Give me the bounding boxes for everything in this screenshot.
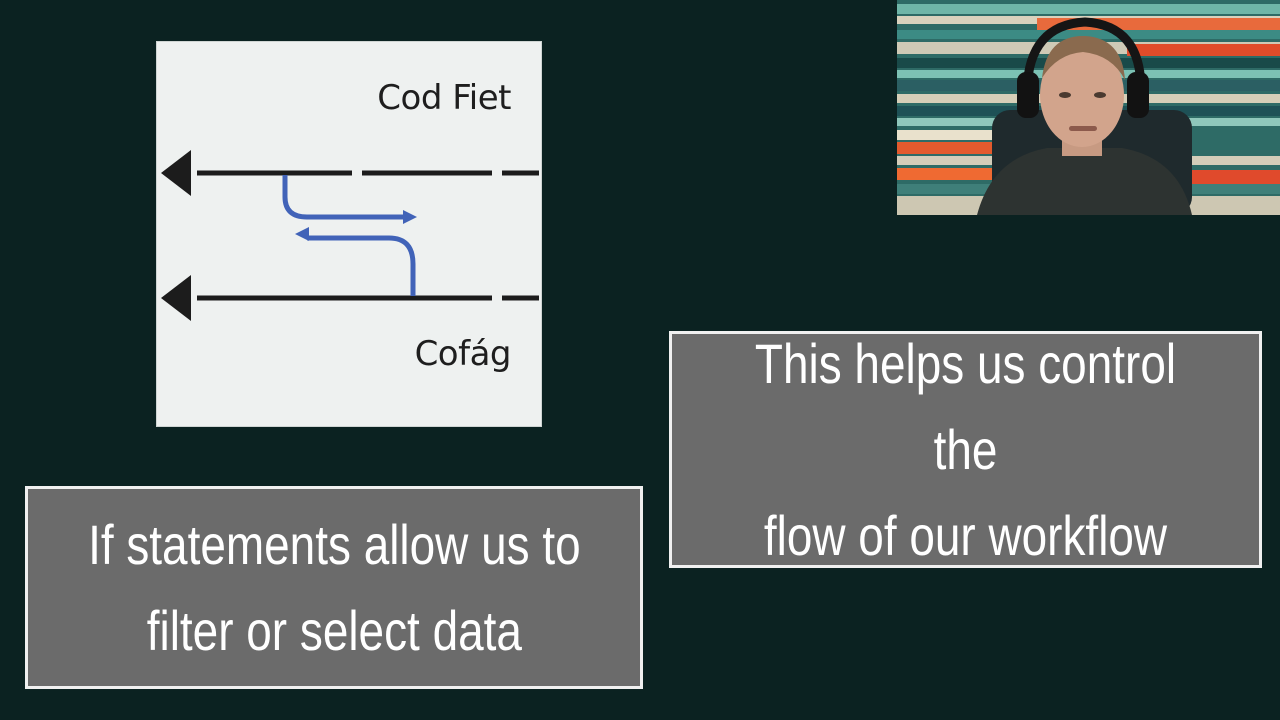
branch-arrowhead-left [295,227,309,241]
caption-box-left: If statements allow us to filter or sele… [25,486,643,689]
presenter-video-frame [897,0,1280,215]
diagram-label-bottom: Cofág [414,334,512,374]
branch-arrow-right [282,175,405,220]
top-lane-arrowhead [161,150,191,196]
webcam-overlay [897,0,1280,215]
bottom-lane-arrowhead [161,275,191,321]
caption-box-right: This helps us control the flow of our wo… [669,331,1262,568]
caption-text-right: This helps us control the flow of our wo… [754,331,1177,567]
branch-arrow-left [307,235,416,296]
diagram-card: Cod Fiet Cofág [156,41,542,427]
flow-diagram [161,150,539,321]
diagram-label-top: Cod Fiet [377,78,511,118]
branch-arrowhead-right [403,210,417,224]
caption-text-left: If statements allow us to filter or sele… [87,512,581,662]
